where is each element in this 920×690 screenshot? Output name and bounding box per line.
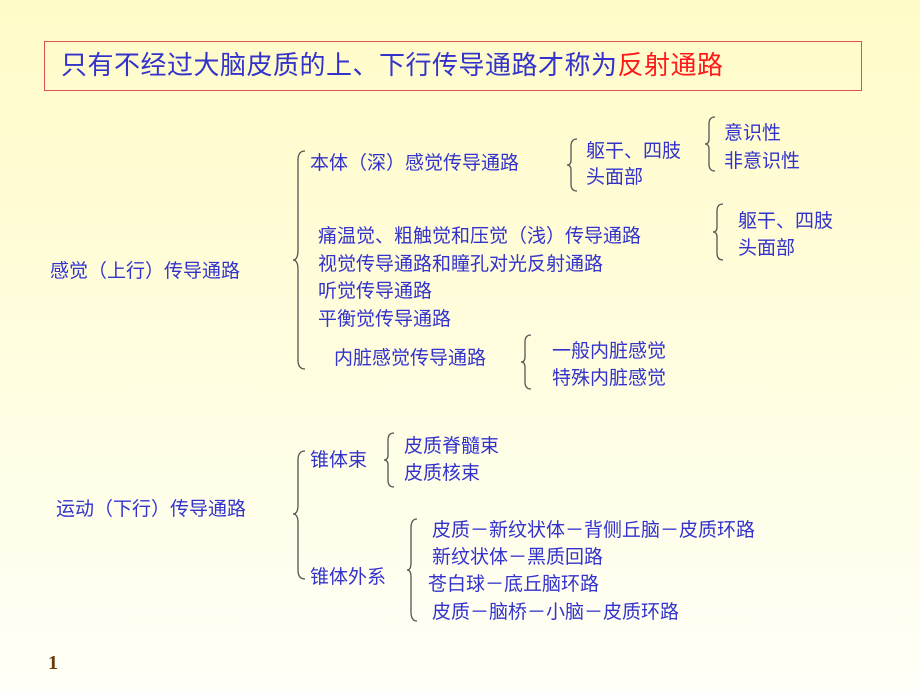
pain-temp-part-trunk: 躯干、四肢 xyxy=(738,210,834,232)
title-prefix: 只有不经过大脑皮质的上、下行传导通路才称为 xyxy=(61,51,618,81)
extrapyramidal-loop-3: 苍白球－底丘脑环路 xyxy=(428,573,600,595)
special-visceral-label: 特殊内脏感觉 xyxy=(552,367,667,389)
page-number: 1 xyxy=(48,652,58,674)
proprio-part-head: 头面部 xyxy=(586,166,644,188)
proprio-trunk-brace xyxy=(704,116,716,172)
extrapyramidal-loop-1: 皮质－新纹状体－背侧丘脑－皮质环路 xyxy=(432,519,756,541)
slide-title: 只有不经过大脑皮质的上、下行传导通路才称为反射通路 xyxy=(61,49,724,83)
extrapyramidal-loop-2: 新纹状体－黑质回路 xyxy=(432,546,604,568)
proprio-part-trunk: 躯干、四肢 xyxy=(586,140,682,162)
auditory-pathway-label: 听觉传导通路 xyxy=(318,280,433,302)
pyramidal-tract-label: 锥体束 xyxy=(310,449,368,471)
sensory-brace xyxy=(292,150,306,370)
proprio-pathway-label: 本体（深）感觉传导通路 xyxy=(310,152,520,174)
extrapyramidal-loop-4: 皮质－脑桥－小脑－皮质环路 xyxy=(432,601,680,623)
extrapyramidal-brace xyxy=(406,518,418,622)
conscious-label: 意识性 xyxy=(724,122,782,144)
visual-pathway-label: 视觉传导通路和瞳孔对光反射通路 xyxy=(318,253,604,275)
pyramidal-brace xyxy=(383,432,395,488)
extrapyramidal-label: 锥体外系 xyxy=(310,566,387,588)
visceral-brace xyxy=(520,334,532,390)
pain-temp-part-head: 头面部 xyxy=(738,237,796,259)
motor-brace xyxy=(292,450,306,580)
title-box: 只有不经过大脑皮质的上、下行传导通路才称为反射通路 xyxy=(44,41,862,91)
unconscious-label: 非意识性 xyxy=(724,150,801,172)
balance-pathway-label: 平衡觉传导通路 xyxy=(318,308,452,330)
motor-pathway-label: 运动（下行）传导通路 xyxy=(56,498,247,520)
proprio-brace xyxy=(566,138,578,192)
pain-temp-brace xyxy=(712,203,724,261)
title-highlight: 反射通路 xyxy=(617,51,724,81)
sensory-pathway-label: 感觉（上行）传导通路 xyxy=(50,260,241,282)
corticobulbar-tract-label: 皮质核束 xyxy=(404,462,481,484)
pain-temp-pathway-label: 痛温觉、粗触觉和压觉（浅）传导通路 xyxy=(318,225,642,247)
visceral-pathway-label: 内脏感觉传导通路 xyxy=(334,347,487,369)
corticospinal-tract-label: 皮质脊髓束 xyxy=(404,435,500,457)
general-visceral-label: 一般内脏感觉 xyxy=(552,340,667,362)
